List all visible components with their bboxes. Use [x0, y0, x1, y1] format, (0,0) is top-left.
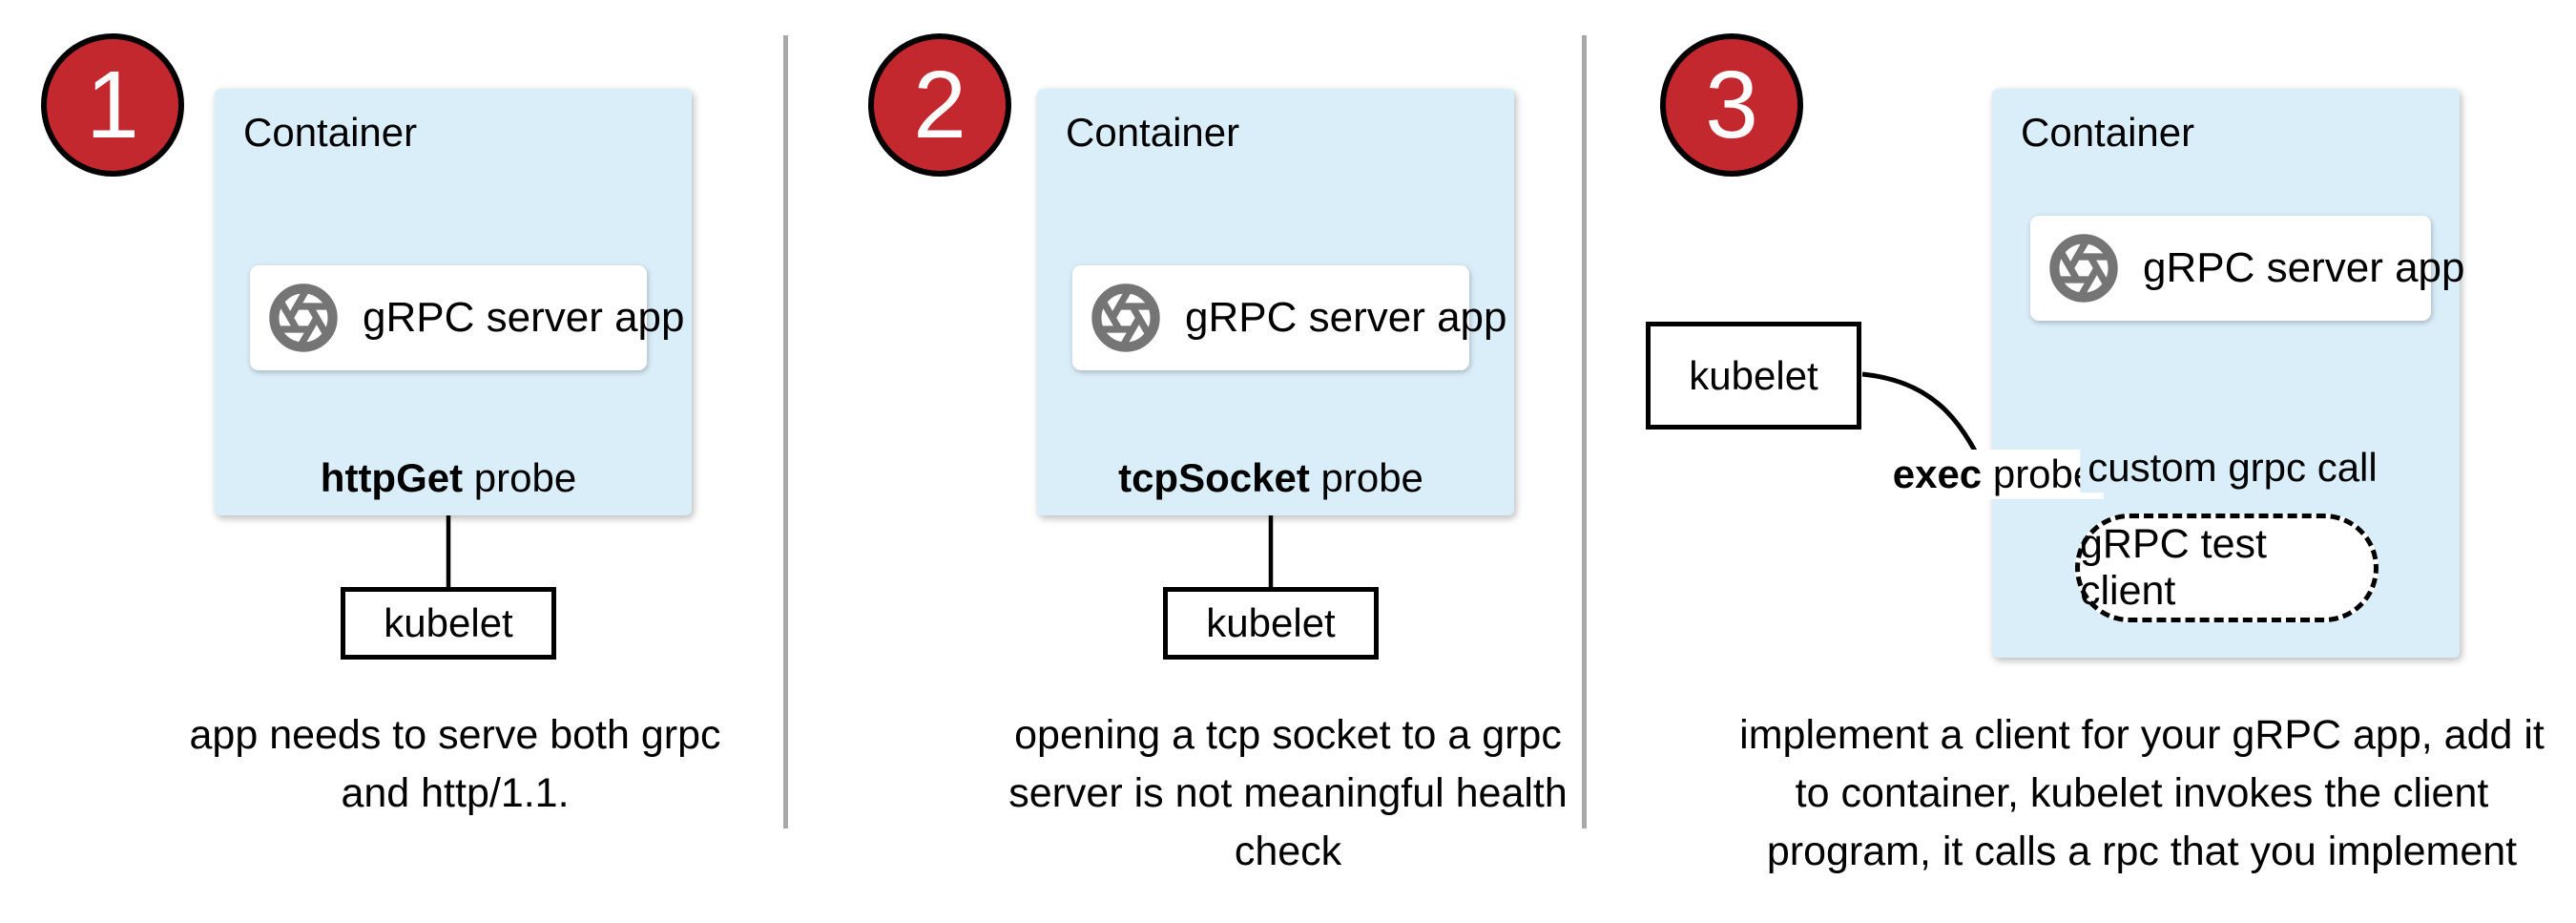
probe-word: probe: [463, 455, 577, 500]
step-badge-3: 3: [1660, 33, 1803, 177]
kubelet-label: kubelet: [384, 600, 513, 645]
kubelet-box-panel3: kubelet: [1646, 322, 1861, 430]
step-badge-1: 1: [41, 33, 184, 177]
test-client-label: gRPC test client: [2080, 521, 2267, 614]
container-label: Container: [243, 110, 418, 155]
probe-label-panel3: exec probe: [1884, 450, 2104, 499]
caption-line: and http/1.1.: [341, 770, 570, 816]
grpc-call-text: custom grpc call: [2088, 445, 2378, 490]
grpc-server-app-box-panel2: gRPC server app: [1072, 265, 1506, 370]
grpc-server-app-box-panel1: gRPC server app: [250, 265, 684, 370]
app-label: gRPC server app: [363, 294, 685, 341]
container-label: Container: [1066, 110, 1240, 155]
caption-line: implement a client for your gRPC app, ad…: [1739, 712, 2545, 758]
probe-word: probe: [1982, 451, 2096, 496]
kubelet-label: kubelet: [1206, 600, 1336, 645]
probe-label-panel1: httpGet probe: [312, 453, 585, 503]
grpc-server-app-box-panel3: gRPC server app: [2030, 216, 2464, 321]
caption-panel3: implement a client for your gRPC app, ad…: [1713, 706, 2571, 881]
caption-line: to container, kubelet invokes the client: [1795, 770, 2489, 816]
caption-line: server is not meaningful health: [1008, 770, 1568, 816]
probe-type: tcpSocket: [1118, 455, 1310, 500]
aperture-icon: [269, 283, 338, 352]
step-number: 3: [1705, 52, 1758, 158]
kubelet-label: kubelet: [1689, 352, 1818, 398]
caption-line: check: [1234, 829, 1342, 874]
probe-type: httpGet: [320, 455, 464, 500]
caption-line: app needs to serve both grpc: [189, 712, 721, 758]
app-label: gRPC server app: [1185, 294, 1507, 341]
step-badge-2: 2: [868, 33, 1011, 177]
step-number: 1: [86, 52, 139, 158]
kubelet-box-panel2: kubelet: [1163, 587, 1379, 660]
container-label: Container: [2021, 110, 2195, 155]
grpc-call-label: custom grpc call: [2080, 443, 2385, 493]
kubelet-box-panel1: kubelet: [341, 587, 556, 660]
caption-panel1: app needs to serve both grpc and http/1.…: [169, 706, 741, 823]
aperture-icon: [2049, 234, 2118, 303]
grpc-test-client-pill: gRPC test client: [2075, 514, 2379, 622]
caption-panel2: opening a tcp socket to a grpc server is…: [1002, 706, 1574, 881]
step-number: 2: [913, 52, 966, 158]
app-label: gRPC server app: [2143, 244, 2465, 291]
caption-line: program, it calls a rpc that you impleme…: [1766, 829, 2518, 874]
panel-divider-1: [783, 35, 788, 829]
probe-label-panel2: tcpSocket probe: [1111, 453, 1431, 503]
probe-type: exec: [1892, 451, 1983, 496]
caption-line: opening a tcp socket to a grpc: [1014, 712, 1562, 758]
probe-word: probe: [1309, 455, 1423, 500]
panel-divider-2: [1582, 35, 1587, 829]
aperture-icon: [1091, 283, 1160, 352]
